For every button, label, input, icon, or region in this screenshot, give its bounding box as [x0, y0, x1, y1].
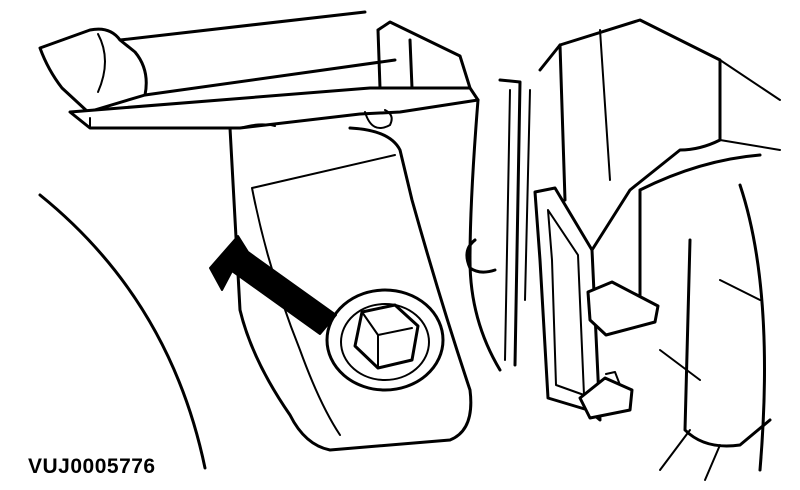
lower-clip: [578, 376, 634, 420]
right-casing: [558, 18, 722, 252]
upper-clip: [586, 280, 660, 337]
bolt-washer-inner: [340, 303, 430, 381]
bracket-arm-edge: [89, 117, 276, 129]
mounting-plate: [228, 126, 473, 452]
figure-id-label: VUJ0005776: [28, 455, 156, 478]
left-outer-curve: [38, 193, 207, 470]
bolt-washer: [325, 288, 445, 392]
hex-bolt-edges: [361, 311, 413, 369]
bracket-frame-inner: [547, 209, 585, 396]
mounting-plate-face: [251, 154, 396, 436]
clip-stub: [605, 371, 621, 386]
central-housing: [465, 98, 502, 372]
cable-ridge: [97, 33, 106, 93]
right-outer-curve: [738, 183, 766, 472]
bracket-tab: [376, 20, 472, 90]
right-lower-lines: [659, 429, 721, 481]
pointer-arrow: [209, 235, 337, 335]
bracket-tab-hole: [364, 109, 393, 129]
hex-bolt-head: [353, 303, 420, 370]
housing-shadow: [504, 89, 531, 361]
bracket-arm: [68, 86, 480, 130]
right-casing-detail: [599, 29, 781, 381]
right-casing-panel: [638, 153, 772, 448]
cable-hose: [118, 10, 397, 97]
cable-end: [38, 27, 148, 114]
